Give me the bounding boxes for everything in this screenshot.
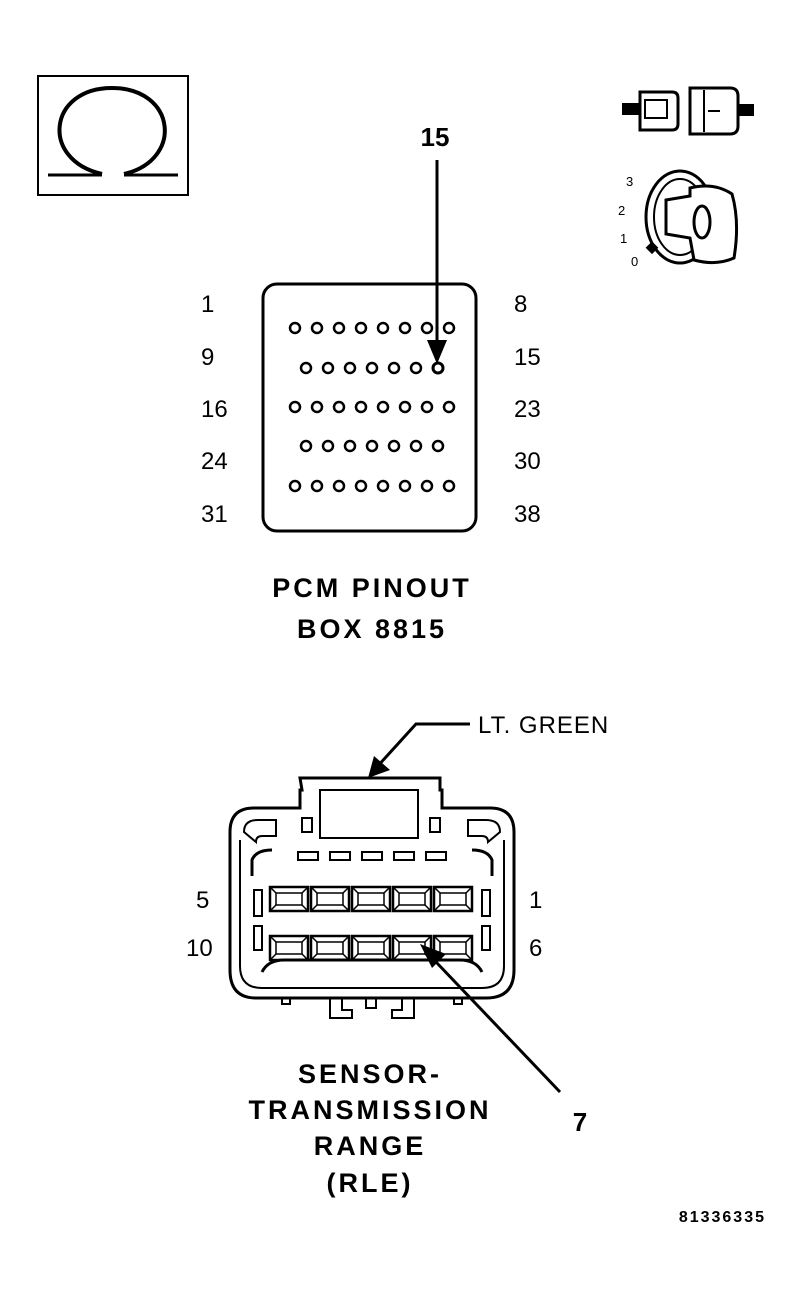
- pcm-pin-28: [387, 439, 401, 453]
- pcm-pin-8: [442, 321, 456, 335]
- pcm-pin-38: [442, 479, 456, 493]
- pcm-pin-5: [376, 321, 390, 335]
- sensor-left-number: 5: [196, 887, 209, 914]
- pcm-pin-27: [365, 439, 379, 453]
- pcm-pin-24: [299, 439, 313, 453]
- pcm-left-number: 31: [201, 501, 228, 528]
- ignition-position-3: 3: [626, 174, 633, 189]
- pcm-pin-14: [409, 361, 423, 375]
- pcm-pin-grid: [288, 321, 456, 493]
- figure-id: 81336335: [679, 1209, 766, 1226]
- pcm-right-number: 38: [514, 501, 541, 528]
- pcm-right-number: 15: [514, 344, 541, 371]
- sensor-cavity-1: [432, 885, 474, 913]
- pcm-pin-11: [343, 361, 357, 375]
- pcm-title-line-2: BOX 8815: [297, 614, 447, 644]
- pcm-pin-25: [321, 439, 335, 453]
- sensor-title-line-2: TRANSMISSION: [248, 1095, 491, 1125]
- wire-color-callout: LT. GREEN: [368, 712, 609, 778]
- sensor-cavity-2: [391, 885, 433, 913]
- ignition-position-1: 1: [620, 231, 627, 246]
- pcm-left-number: 9: [201, 344, 214, 371]
- sensor-title-line-1: SENSOR-: [298, 1059, 442, 1089]
- pcm-left-number: 1: [201, 291, 214, 318]
- pcm-pin-7: [420, 321, 434, 335]
- pcm-pin-37: [420, 479, 434, 493]
- pcm-pin-15: [431, 361, 445, 375]
- pcm-pin-36: [398, 479, 412, 493]
- pcm-left-number: 24: [201, 448, 228, 475]
- sensor-cavity-8: [350, 934, 392, 962]
- pcm-pin-20: [376, 400, 390, 414]
- pcm-right-number: 8: [514, 291, 527, 318]
- wire-color-label: LT. GREEN: [478, 712, 609, 739]
- sensor-title-line-3: RANGE: [314, 1131, 427, 1161]
- sensor-cavity-9: [309, 934, 351, 962]
- sensor-cavity-5: [268, 885, 310, 913]
- pcm-pin-17: [310, 400, 324, 414]
- pcm-pin-4: [354, 321, 368, 335]
- pcm-pin-22: [420, 400, 434, 414]
- sensor-left-number: 10: [186, 935, 213, 962]
- disconnected-connector-icon: [622, 86, 754, 136]
- ignition-position-0: 0: [631, 254, 638, 269]
- sensor-cavity-10: [268, 934, 310, 962]
- sensor-right-number: 1: [529, 887, 542, 914]
- sensor-connector-body: [228, 776, 516, 1019]
- pcm-pin-6: [398, 321, 412, 335]
- pcm-pin-1: [288, 321, 302, 335]
- pcm-pin-34: [354, 479, 368, 493]
- pcm-connector-body: [261, 282, 478, 533]
- pcm-right-number: 23: [514, 396, 541, 423]
- pcm-right-numbers: 8 15 23 30 38: [514, 291, 541, 528]
- sensor-right-number: 6: [529, 935, 542, 962]
- pcm-title-line-1: PCM PINOUT: [272, 573, 472, 603]
- pcm-pin-pointer: 15: [421, 122, 450, 364]
- pcm-pin-30: [431, 439, 445, 453]
- pcm-right-number: 30: [514, 448, 541, 475]
- pcm-pin-35: [376, 479, 390, 493]
- pcm-pin-3: [332, 321, 346, 335]
- ignition-position-2: 2: [618, 203, 625, 218]
- sensor-pointer-pin-label: 7: [573, 1107, 587, 1137]
- pcm-pin-33: [332, 479, 346, 493]
- pcm-left-numbers: 1 9 16 24 31: [201, 291, 228, 528]
- sensor-cavity-grid: [268, 885, 474, 962]
- pcm-pin-13: [387, 361, 401, 375]
- pcm-pin-26: [343, 439, 357, 453]
- sensor-title-line-4: (RLE): [327, 1168, 414, 1198]
- pcm-pin-12: [365, 361, 379, 375]
- pcm-pin-10: [321, 361, 335, 375]
- pcm-pin-23: [442, 400, 456, 414]
- sensor-cavity-3: [350, 885, 392, 913]
- pcm-pin-18: [332, 400, 346, 414]
- pcm-left-number: 16: [201, 396, 228, 423]
- pcm-pin-2: [310, 321, 324, 335]
- sensor-cavity-4: [309, 885, 351, 913]
- ohm-symbol-icon: [37, 75, 189, 196]
- pcm-pin-16: [288, 400, 302, 414]
- pcm-pin-31: [288, 479, 302, 493]
- pcm-pin-32: [310, 479, 324, 493]
- pcm-pin-9: [299, 361, 313, 375]
- ignition-key-off-icon: 3 2 1 0: [618, 169, 739, 269]
- pcm-pin-19: [354, 400, 368, 414]
- pcm-pin-29: [409, 439, 423, 453]
- pcm-pointer-pin-label: 15: [421, 122, 450, 152]
- sensor-pin-pointer: 7: [420, 944, 587, 1137]
- pcm-pin-21: [398, 400, 412, 414]
